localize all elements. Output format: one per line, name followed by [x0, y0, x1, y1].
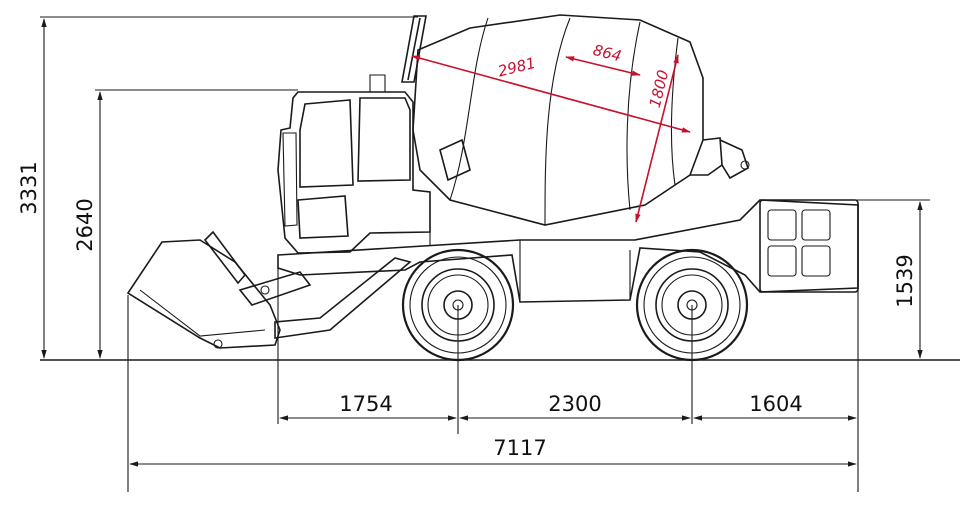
overall-height-label: 3331 [17, 161, 41, 214]
overall-length-label: 7117 [493, 436, 546, 460]
cab-handle [282, 132, 298, 227]
drum-cone-dimension-line [565, 56, 641, 76]
cab-lower-window [297, 195, 349, 239]
cab-height-label: 2640 [73, 198, 97, 251]
rear-engine-cover [759, 199, 859, 293]
dimension-lines [40, 16, 930, 492]
loader-boom [274, 257, 412, 339]
chassis-frame [277, 199, 859, 303]
mixer-drum [401, 14, 750, 226]
cab-roof-light [369, 74, 386, 93]
front-overhang-label: 1754 [339, 392, 392, 416]
loader-bucket [126, 230, 412, 349]
cab-door-window [299, 99, 354, 188]
cab-side-window [357, 97, 411, 182]
drum-support-bracket [439, 138, 471, 182]
drum-cone-label: 864 [591, 41, 623, 65]
rear-height-label: 1539 [893, 254, 917, 307]
chute-rod [407, 17, 421, 81]
rear-overhang-label: 1604 [749, 392, 802, 416]
loader-arm [238, 271, 312, 306]
drum-length-label: 2981 [496, 54, 537, 81]
wheelbase-label: 2300 [548, 392, 601, 416]
drum-diameter-label: 1800 [646, 68, 673, 109]
drum-diameter-dimension-line [635, 54, 679, 223]
